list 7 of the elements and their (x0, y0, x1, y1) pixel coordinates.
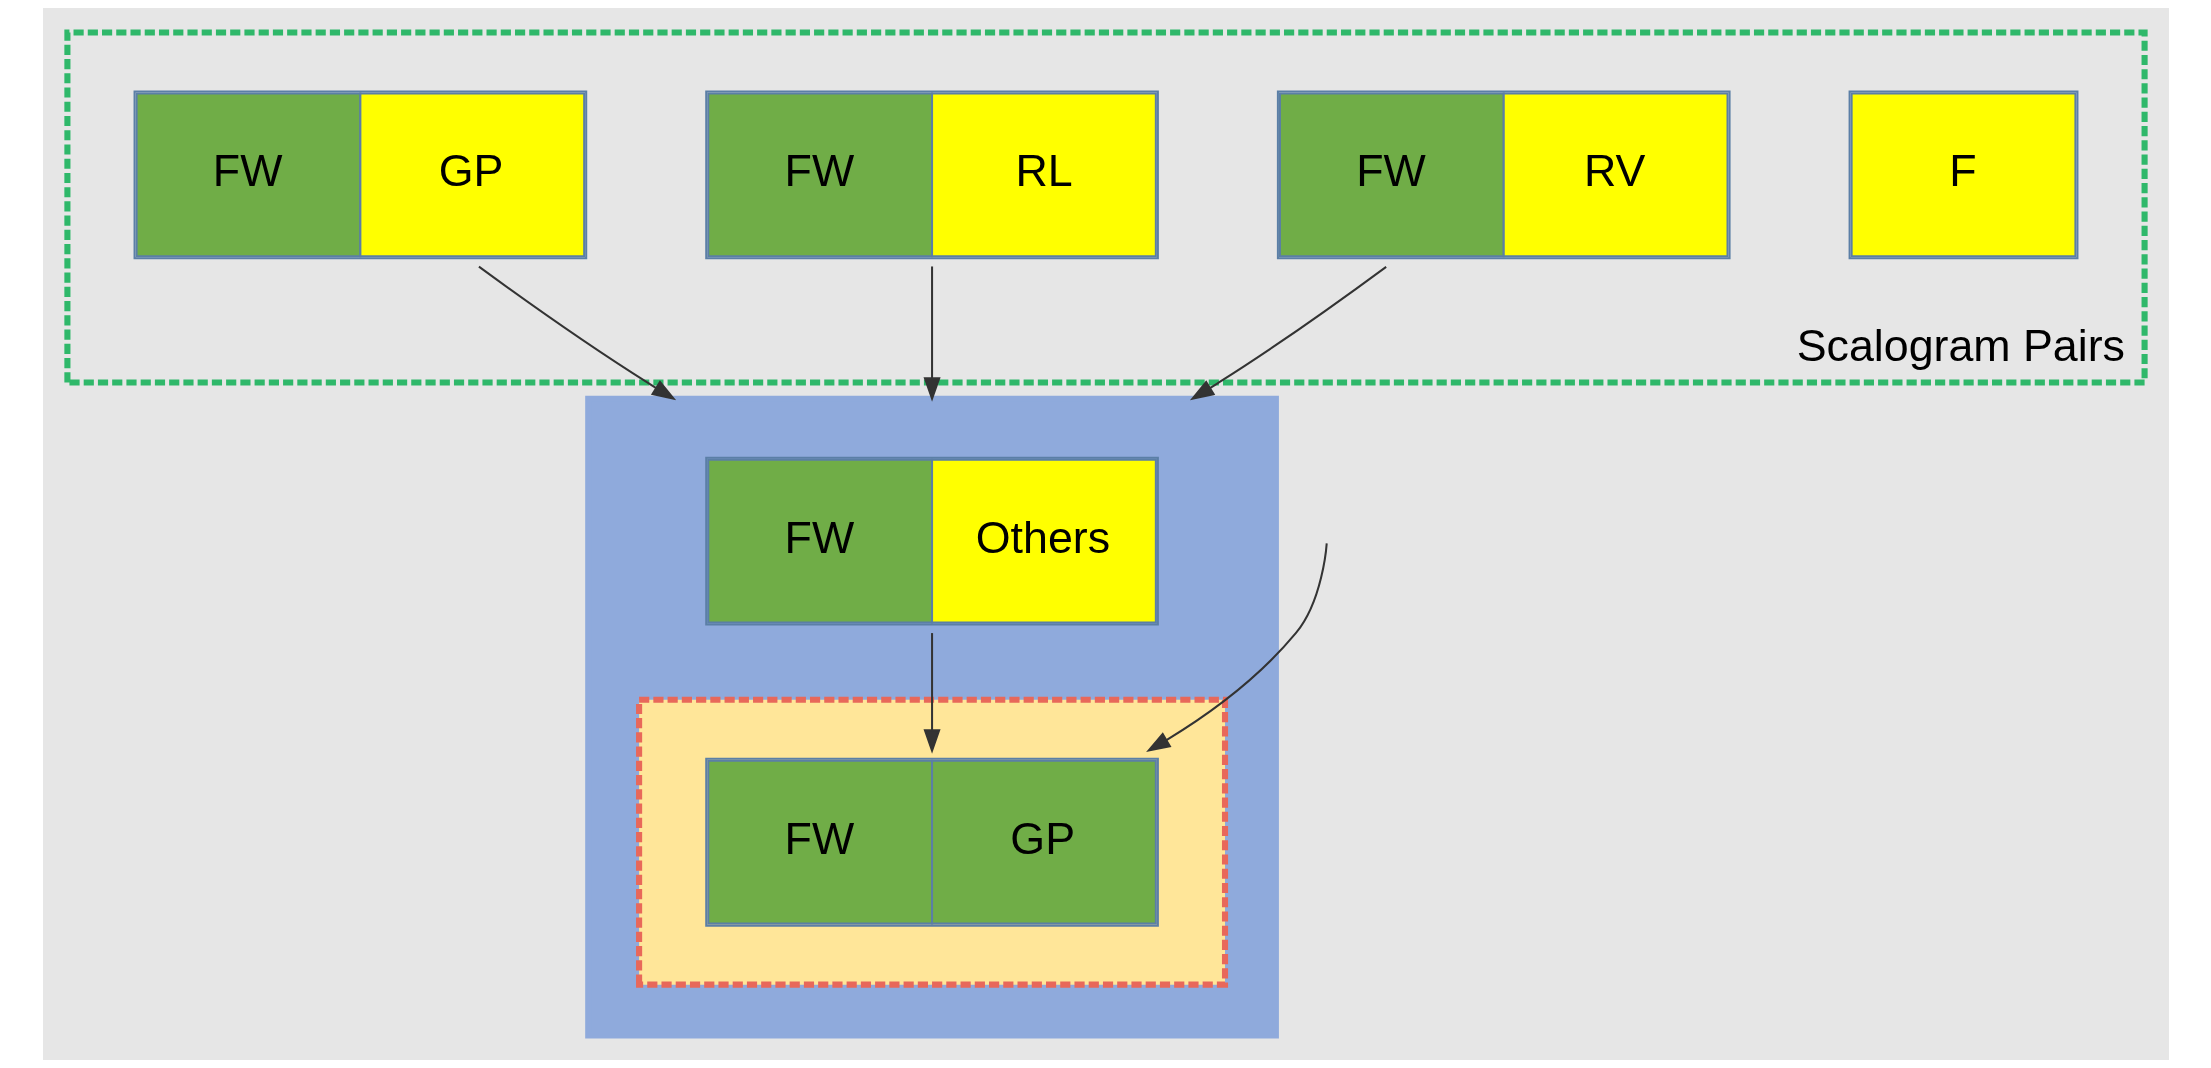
arrow (923, 633, 941, 754)
arrow (477, 265, 676, 401)
arrow (923, 266, 941, 402)
cluster (584, 395, 1279, 1039)
arrow (1145, 543, 1328, 753)
cluster (635, 696, 1228, 988)
arrow (1189, 266, 1387, 401)
